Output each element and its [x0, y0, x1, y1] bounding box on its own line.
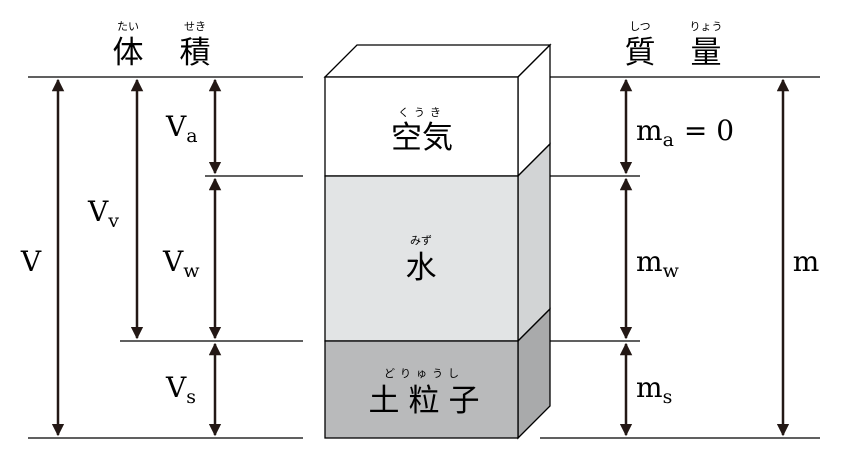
- label-V-solids: Vs: [165, 371, 196, 408]
- label-V-air: Va: [165, 110, 198, 147]
- volume-header-ruby-2: せき: [184, 20, 206, 33]
- soil-char-2: 粒: [409, 383, 440, 419]
- volume-header-ruby-1: たい: [117, 20, 139, 33]
- mass-header-ruby-2: りょう: [690, 20, 723, 33]
- soil-ruby: どりゅうし: [384, 367, 464, 380]
- water-label: 水: [406, 250, 437, 286]
- phase-label-air: くうき 空気: [391, 106, 453, 156]
- water-ruby: みず: [410, 234, 432, 247]
- label-m-water: mw: [636, 245, 680, 282]
- volume-header-char-2: 積: [180, 35, 211, 71]
- phase-block: [323, 43, 552, 440]
- air-ruby: くうき: [398, 106, 446, 119]
- volume-header-char-1: 体: [113, 35, 144, 71]
- label-m-solids: ms: [636, 371, 672, 408]
- block-top-face: [323, 44, 552, 78]
- mass-header: しつ りょう 質 量: [625, 20, 723, 71]
- mass-header-ruby-1: しつ: [629, 20, 650, 33]
- soil-char-1: 土: [369, 383, 400, 419]
- label-m-air: ma= 0: [636, 114, 734, 151]
- front-soil: [324, 340, 519, 439]
- mass-header-char-1: 質: [625, 35, 656, 71]
- phase-label-water: みず 水: [406, 234, 437, 286]
- phase-label-soil: どりゅうし 土 粒 子: [369, 367, 480, 419]
- side-water: [517, 142, 551, 343]
- front-water: [324, 175, 519, 342]
- volume-arrows: [51, 78, 222, 437]
- volume-header: たい せき 体 積: [113, 20, 211, 71]
- label-V-water: Vw: [162, 245, 200, 282]
- air-label: 空気: [391, 120, 453, 156]
- label-m-total: m: [793, 245, 820, 278]
- mass-header-char-2: 量: [691, 35, 722, 71]
- soil-char-3: 子: [449, 383, 480, 419]
- label-V-voids: Vv: [87, 195, 119, 232]
- mass-arrows: [619, 78, 790, 437]
- label-V-total: V: [20, 245, 42, 278]
